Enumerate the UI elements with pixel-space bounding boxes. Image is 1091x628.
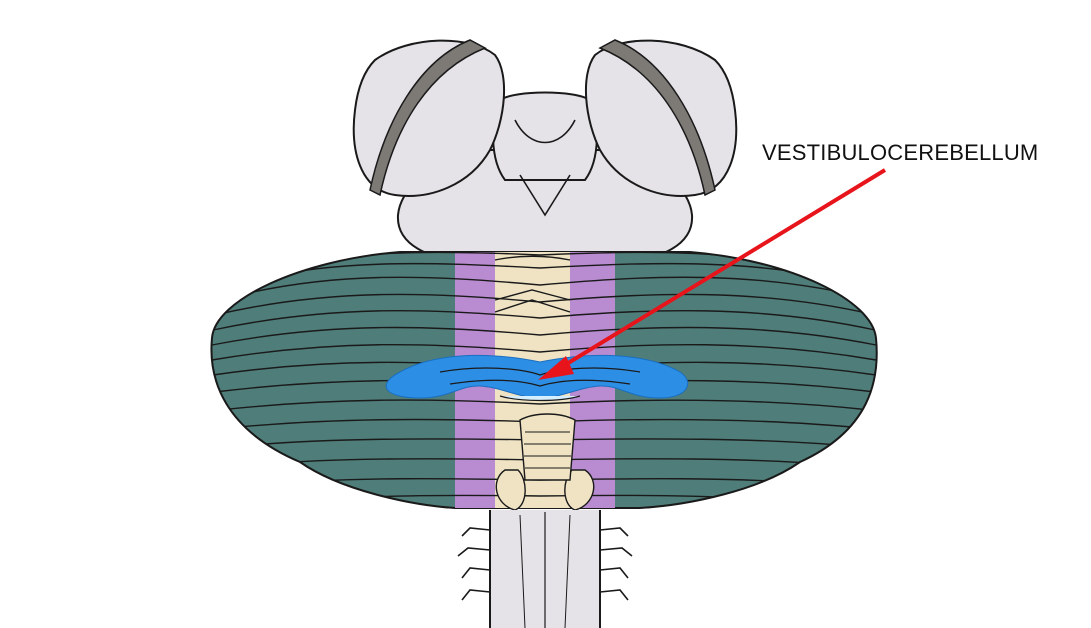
annotation-arrow — [538, 168, 887, 380]
vermis-folds — [494, 255, 571, 313]
right-cerebral-lobe — [585, 39, 738, 197]
vestibulocerebellum-label: VESTIBULOCEREBELLUM — [762, 140, 1039, 165]
folia-lines — [211, 252, 877, 499]
cerebellum — [210, 251, 878, 509]
tonsils — [495, 413, 595, 511]
medulla — [457, 510, 633, 628]
left-cerebral-lobe — [352, 39, 505, 197]
flocculonodular-lobe — [385, 354, 689, 399]
